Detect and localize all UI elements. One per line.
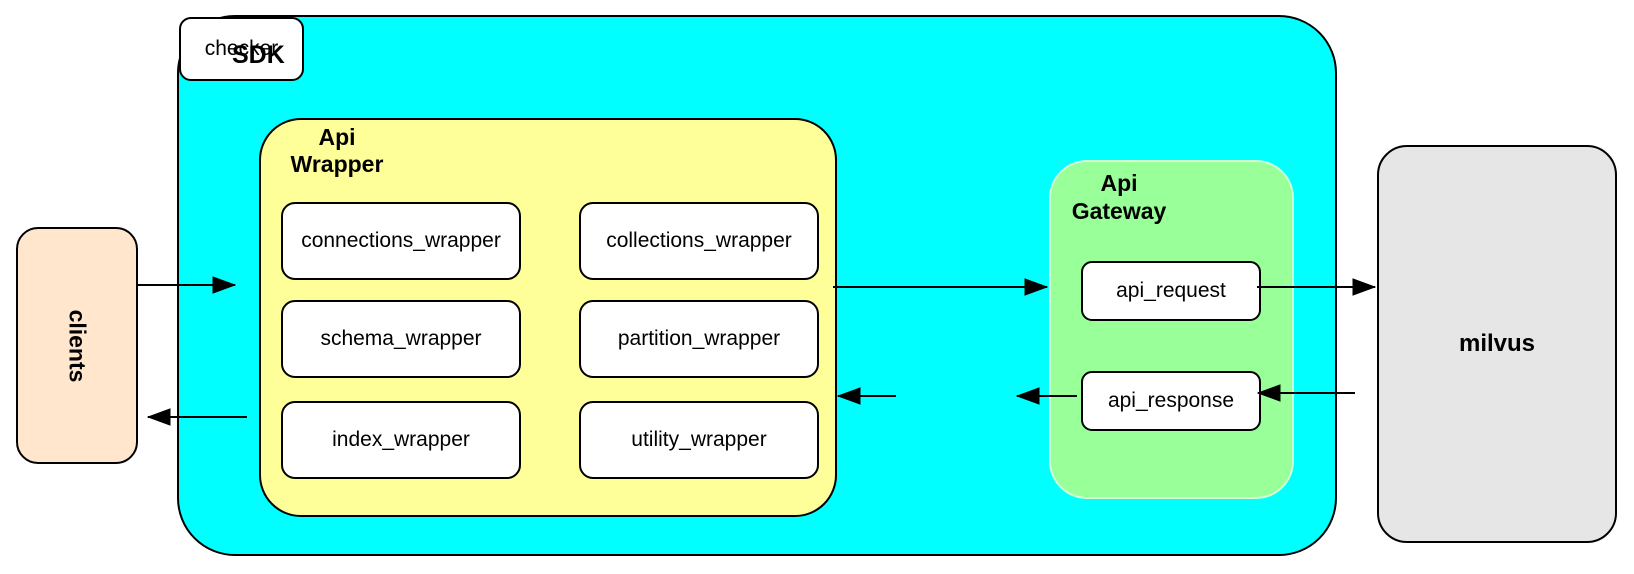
- module-utility-wrapper: utility_wrapper: [579, 401, 819, 479]
- checker-box: checker: [179, 17, 304, 81]
- module-schema-wrapper: schema_wrapper: [281, 300, 521, 378]
- api-wrapper-box: Api Wrapper connections_wrapper collecti…: [259, 118, 837, 517]
- api-response-box: api_response: [1081, 371, 1261, 431]
- clients-label: clients: [64, 309, 91, 382]
- clients-box: clients: [16, 227, 138, 464]
- sdk-box: SDK Api Wrapper connections_wrapper coll…: [177, 15, 1337, 556]
- sdk-label: SDK: [232, 41, 285, 69]
- api-request-box: api_request: [1081, 261, 1261, 321]
- api-gateway-box: Api Gateway api_request api_response: [1049, 160, 1294, 499]
- api-gateway-title-line1: Api: [1100, 170, 1138, 196]
- module-partition-wrapper: partition_wrapper: [579, 300, 819, 378]
- api-wrapper-title-line1: Api: [318, 124, 356, 150]
- api-gateway-title: Api Gateway: [1054, 169, 1184, 225]
- api-wrapper-title-line2: Wrapper: [290, 151, 384, 177]
- module-index-wrapper: index_wrapper: [281, 401, 521, 479]
- module-connections-wrapper: connections_wrapper: [281, 202, 521, 280]
- milvus-label: milvus: [1458, 330, 1536, 357]
- api-gateway-title-line2: Gateway: [1071, 198, 1167, 224]
- api-wrapper-title: Api Wrapper: [274, 124, 400, 178]
- milvus-box: milvus: [1377, 145, 1617, 543]
- module-collections-wrapper: collections_wrapper: [579, 202, 819, 280]
